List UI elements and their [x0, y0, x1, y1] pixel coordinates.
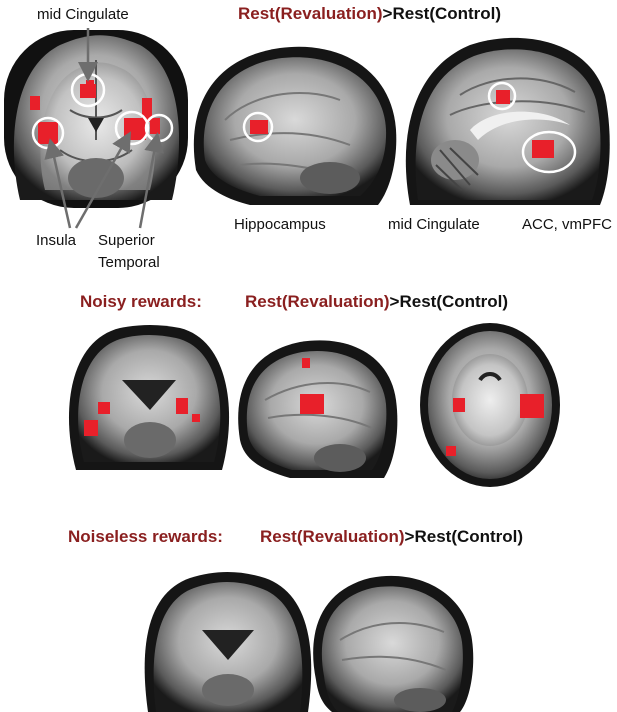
- p3-contrast-red: Rest(Revaluation): [260, 527, 405, 546]
- label-insula: Insula: [36, 232, 77, 249]
- label-mid-cingulate: mid Cingulate: [388, 216, 480, 233]
- p2-contrast-title: Rest(Revaluation)>Rest(Control): [245, 292, 508, 312]
- p2-coronal-slice: [68, 325, 230, 470]
- p2-contrast-black: Rest(Control): [399, 292, 509, 311]
- p1-contrast-black: Rest(Control): [392, 4, 502, 23]
- label-acc-vmpfc: ACC, vmPFC: [522, 216, 612, 233]
- p3-contrast-sep: >: [404, 527, 415, 546]
- label-superior: Superior: [98, 232, 155, 249]
- p3-sagittal-slice: [313, 575, 474, 712]
- p1-contrast-sep: >: [382, 4, 393, 23]
- p3-condition-label: Noiseless rewards:: [68, 527, 223, 546]
- p2-axial-slice: [420, 323, 560, 487]
- p1-arrows: [44, 28, 165, 229]
- label-hippocampus: Hippocampus: [234, 216, 326, 233]
- label-temporal: Temporal: [98, 254, 160, 271]
- p2-condition-label: Noisy rewards:: [80, 292, 202, 311]
- p1-contrast-title: Rest(Revaluation)>Rest(Control): [238, 4, 501, 24]
- label-mid-cingulate-top: mid Cingulate: [37, 6, 129, 23]
- p3-coronal-slice: [144, 572, 312, 712]
- p2-sagittal-slice: [238, 340, 398, 478]
- p1-coronal-slice: [4, 30, 188, 208]
- p1-midsagittal-slice: [405, 37, 610, 206]
- p3-contrast-black: Rest(Control): [414, 527, 524, 546]
- p2-contrast-red: Rest(Revaluation): [245, 292, 390, 311]
- p3-contrast-title: Rest(Revaluation)>Rest(Control): [260, 527, 523, 547]
- p2-contrast-sep: >: [389, 292, 400, 311]
- p1-sagittal-slice: [190, 42, 398, 207]
- p1-contrast-red: Rest(Revaluation): [238, 4, 383, 23]
